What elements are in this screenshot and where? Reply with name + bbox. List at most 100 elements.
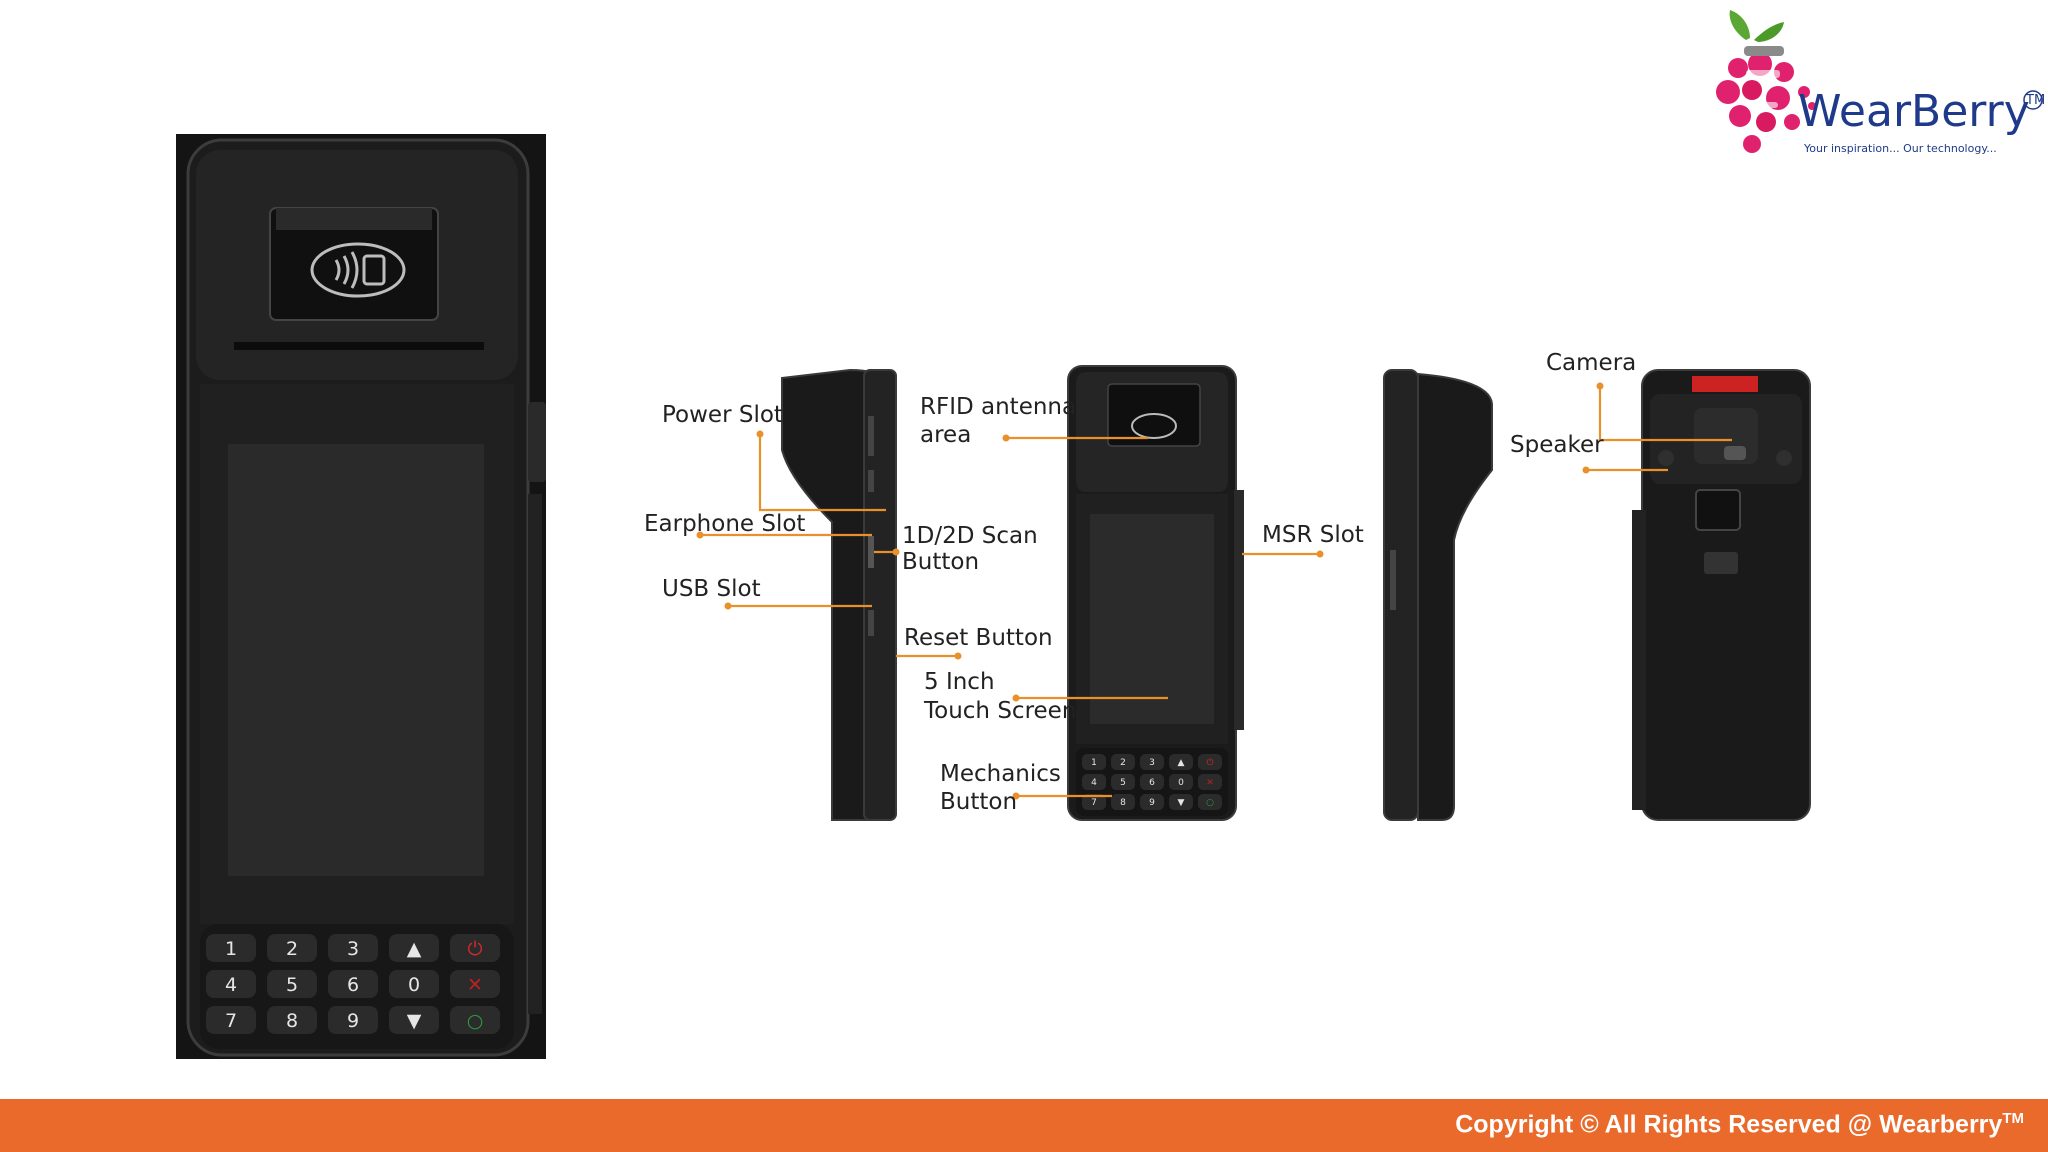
pos-device-back (1632, 369, 1811, 821)
label-reset-button: Reset Button (904, 625, 1053, 651)
pos-device-front-large: 1 2 3 ▲ ⏻ 4 5 6 0 ✕ 7 8 9 ▼ ○ (176, 134, 546, 1059)
key-label: 1 (1091, 758, 1097, 768)
back-accent (1692, 376, 1758, 392)
logo-tagline: Your inspiration... Our technology... (1803, 142, 1997, 155)
label-scan-line2: Button (902, 549, 979, 575)
label-earphone-slot: Earphone Slot (644, 511, 805, 537)
label-rfid-line2: area (920, 422, 971, 448)
key-1-4[interactable] (450, 970, 500, 998)
label-usb-slot: USB Slot (662, 576, 761, 602)
key-2-1[interactable] (267, 1006, 317, 1034)
key-1-2[interactable] (328, 970, 378, 998)
key-2-4[interactable] (450, 1006, 500, 1034)
key-label: 6 (347, 974, 359, 996)
pos-device-side-left (781, 368, 897, 821)
footer-copyright-text: Copyright © All Rights Reserved @ Wearbe… (1455, 1110, 2003, 1139)
key-label: ▲ (1178, 758, 1185, 768)
key-0-4[interactable] (450, 934, 500, 962)
key-label: 9 (1149, 798, 1155, 808)
key-label: ⏻ (1206, 757, 1213, 768)
key-label: 0 (1178, 778, 1184, 788)
key-label: 8 (1120, 798, 1126, 808)
touch-screen (228, 444, 484, 876)
device-callout-diagram: 1 2 3 ▲ ⏻ 4 5 6 0 ✕ 7 8 9 ▼ ○ (644, 350, 1811, 821)
key-1-1[interactable] (1111, 774, 1135, 790)
key-0-2[interactable] (328, 934, 378, 962)
label-mech-line2: Button (940, 789, 1017, 815)
label-rfid-line1: RFID antenna (920, 394, 1076, 420)
key-0-0[interactable] (206, 934, 256, 962)
label-mech-line1: Mechanics (940, 761, 1061, 787)
key-label: 2 (1120, 758, 1126, 768)
key-label: 3 (347, 938, 359, 960)
side-button (528, 402, 546, 482)
footer-copyright: Copyright © All Rights Reserved @ Wearbe… (1455, 1110, 2024, 1139)
key-label: 5 (286, 974, 298, 996)
key-label: 5 (1120, 778, 1126, 788)
key-2-3[interactable] (389, 1006, 439, 1034)
key-label: 8 (286, 1010, 298, 1032)
key-1-2[interactable] (1140, 774, 1164, 790)
logo-wordmark: WearBerry (1798, 86, 2030, 137)
key-0-4[interactable] (1198, 754, 1222, 770)
key-0-0[interactable] (1082, 754, 1106, 770)
camera-icon (1724, 446, 1746, 460)
key-label: 1 (225, 938, 237, 960)
key-label: 4 (1091, 778, 1097, 788)
keypad-small: 1 2 3 ▲ ⏻ 4 5 6 0 ✕ 7 8 9 ▼ ○ (1082, 754, 1222, 810)
key-label: ✕ (467, 974, 483, 996)
key-label: ⏻ (467, 938, 482, 960)
touch-screen-small (1090, 514, 1214, 724)
key-label: 9 (347, 1010, 359, 1032)
key-2-0[interactable] (206, 1006, 256, 1034)
key-label: 2 (286, 938, 298, 960)
rfid-reader-icon (269, 207, 439, 321)
key-2-4[interactable] (1198, 794, 1222, 810)
label-touch-line2: Touch Screen (923, 698, 1076, 724)
key-label: 7 (1091, 798, 1097, 808)
label-scan-line1: 1D/2D Scan (902, 523, 1038, 549)
key-2-2[interactable] (1140, 794, 1164, 810)
key-0-3[interactable] (389, 934, 439, 962)
key-1-0[interactable] (206, 970, 256, 998)
key-1-1[interactable] (267, 970, 317, 998)
key-label: 4 (225, 974, 237, 996)
key-label: ▼ (1178, 798, 1185, 808)
key-0-1[interactable] (267, 934, 317, 962)
key-1-3[interactable] (1169, 774, 1193, 790)
wearberry-logo: WearBerry TM Your inspiration... Our tec… (1716, 10, 2045, 155)
key-label: ✕ (1206, 778, 1214, 788)
speaker-icon (1658, 450, 1674, 466)
key-2-0[interactable] (1082, 794, 1106, 810)
label-speaker: Speaker (1510, 432, 1604, 458)
label-msr-slot: MSR Slot (1262, 522, 1364, 548)
pos-device-front-small: 1 2 3 ▲ ⏻ 4 5 6 0 ✕ 7 8 9 ▼ ○ (1067, 365, 1244, 821)
key-label: 6 (1149, 778, 1155, 788)
key-2-3[interactable] (1169, 794, 1193, 810)
key-label: ○ (1206, 798, 1214, 808)
key-0-3[interactable] (1169, 754, 1193, 770)
key-1-4[interactable] (1198, 774, 1222, 790)
key-2-2[interactable] (328, 1006, 378, 1034)
footer-trademark: TM (2002, 1110, 2024, 1127)
key-1-3[interactable] (389, 970, 439, 998)
key-label: ▲ (407, 938, 422, 960)
key-2-1[interactable] (1111, 794, 1135, 810)
logo-leaf-icon (1729, 10, 1784, 42)
key-label: ○ (467, 1010, 484, 1032)
footer-bar: Copyright © All Rights Reserved @ Wearbe… (0, 1099, 2048, 1152)
label-camera: Camera (1546, 350, 1636, 376)
key-label: 0 (408, 974, 420, 996)
callout-leaders (696, 382, 1732, 800)
logo-berry-icon (1716, 46, 1816, 153)
keypad: 1 2 3 ▲ ⏻ 4 5 6 0 ✕ 7 8 9 ▼ ○ (206, 934, 500, 1034)
key-0-2[interactable] (1140, 754, 1164, 770)
key-label: 3 (1149, 758, 1155, 768)
label-touch-line1: 5 Inch (924, 669, 995, 695)
key-label: 7 (225, 1010, 237, 1032)
key-label: ▼ (407, 1010, 422, 1032)
key-1-0[interactable] (1082, 774, 1106, 790)
pos-device-side-right (1383, 369, 1493, 821)
key-0-1[interactable] (1111, 754, 1135, 770)
label-power-slot: Power Slot (662, 402, 783, 428)
